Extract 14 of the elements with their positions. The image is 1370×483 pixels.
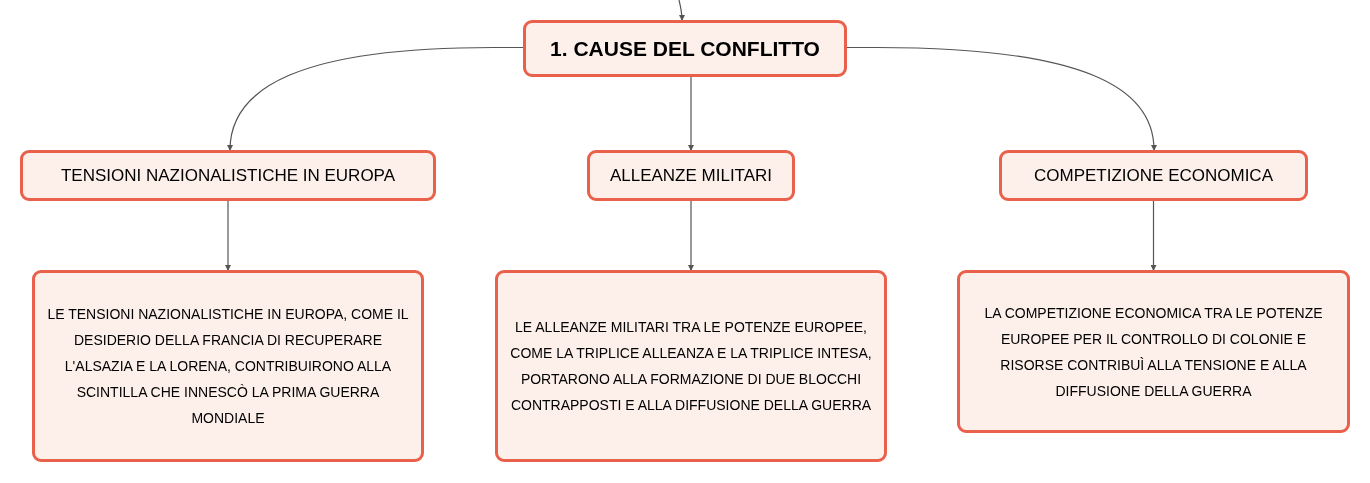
connector-arrow xyxy=(225,200,231,271)
connector-arrow xyxy=(688,76,694,151)
topic-box: TENSIONI NAZIONALISTICHE IN EUROPA xyxy=(20,150,436,201)
connector-arrow xyxy=(846,46,1157,151)
central-topic-box: 1. CAUSE DEL CONFLITTO xyxy=(523,20,847,77)
connector-arrow xyxy=(227,46,524,151)
topic-box: ALLEANZE MILITARI xyxy=(587,150,795,201)
description-box: LA COMPETIZIONE ECONOMICA TRA LE POTENZE EUROPEE PER IL CONTROLLO DI COLONIE E RISORSE CONTRIBUÌ ALLA TENSIONE E ALLA DIFFUSIONE DELLA GUERRA xyxy=(957,270,1350,433)
description-box: LE ALLEANZE MILITARI TRA LE POTENZE EUROPEE, COME LA TRIPLICE ALLEANZA E LA TRIPLICE INTESA, PORTARONO ALLA FORMAZIONE DI DUE BLOCCHI CONTRAPPOSTI E ALLA DIFFUSIONE DELLA GUERRA xyxy=(495,270,887,462)
description-box: LE TENSIONI NAZIONALISTICHE IN EUROPA, COME IL DESIDERIO DELLA FRANCIA DI RECUPERARE L'ALSAZIA E LA LORENA, CONTRIBUIRONO ALLA SCINTILLA CHE INNESCÒ LA PRIMA GUERRA MONDIALE xyxy=(32,270,424,462)
connector-arrow xyxy=(678,0,685,21)
connector-arrow xyxy=(688,200,694,271)
connector-arrow xyxy=(1150,200,1157,271)
topic-box: COMPETIZIONE ECONOMICA xyxy=(999,150,1308,201)
